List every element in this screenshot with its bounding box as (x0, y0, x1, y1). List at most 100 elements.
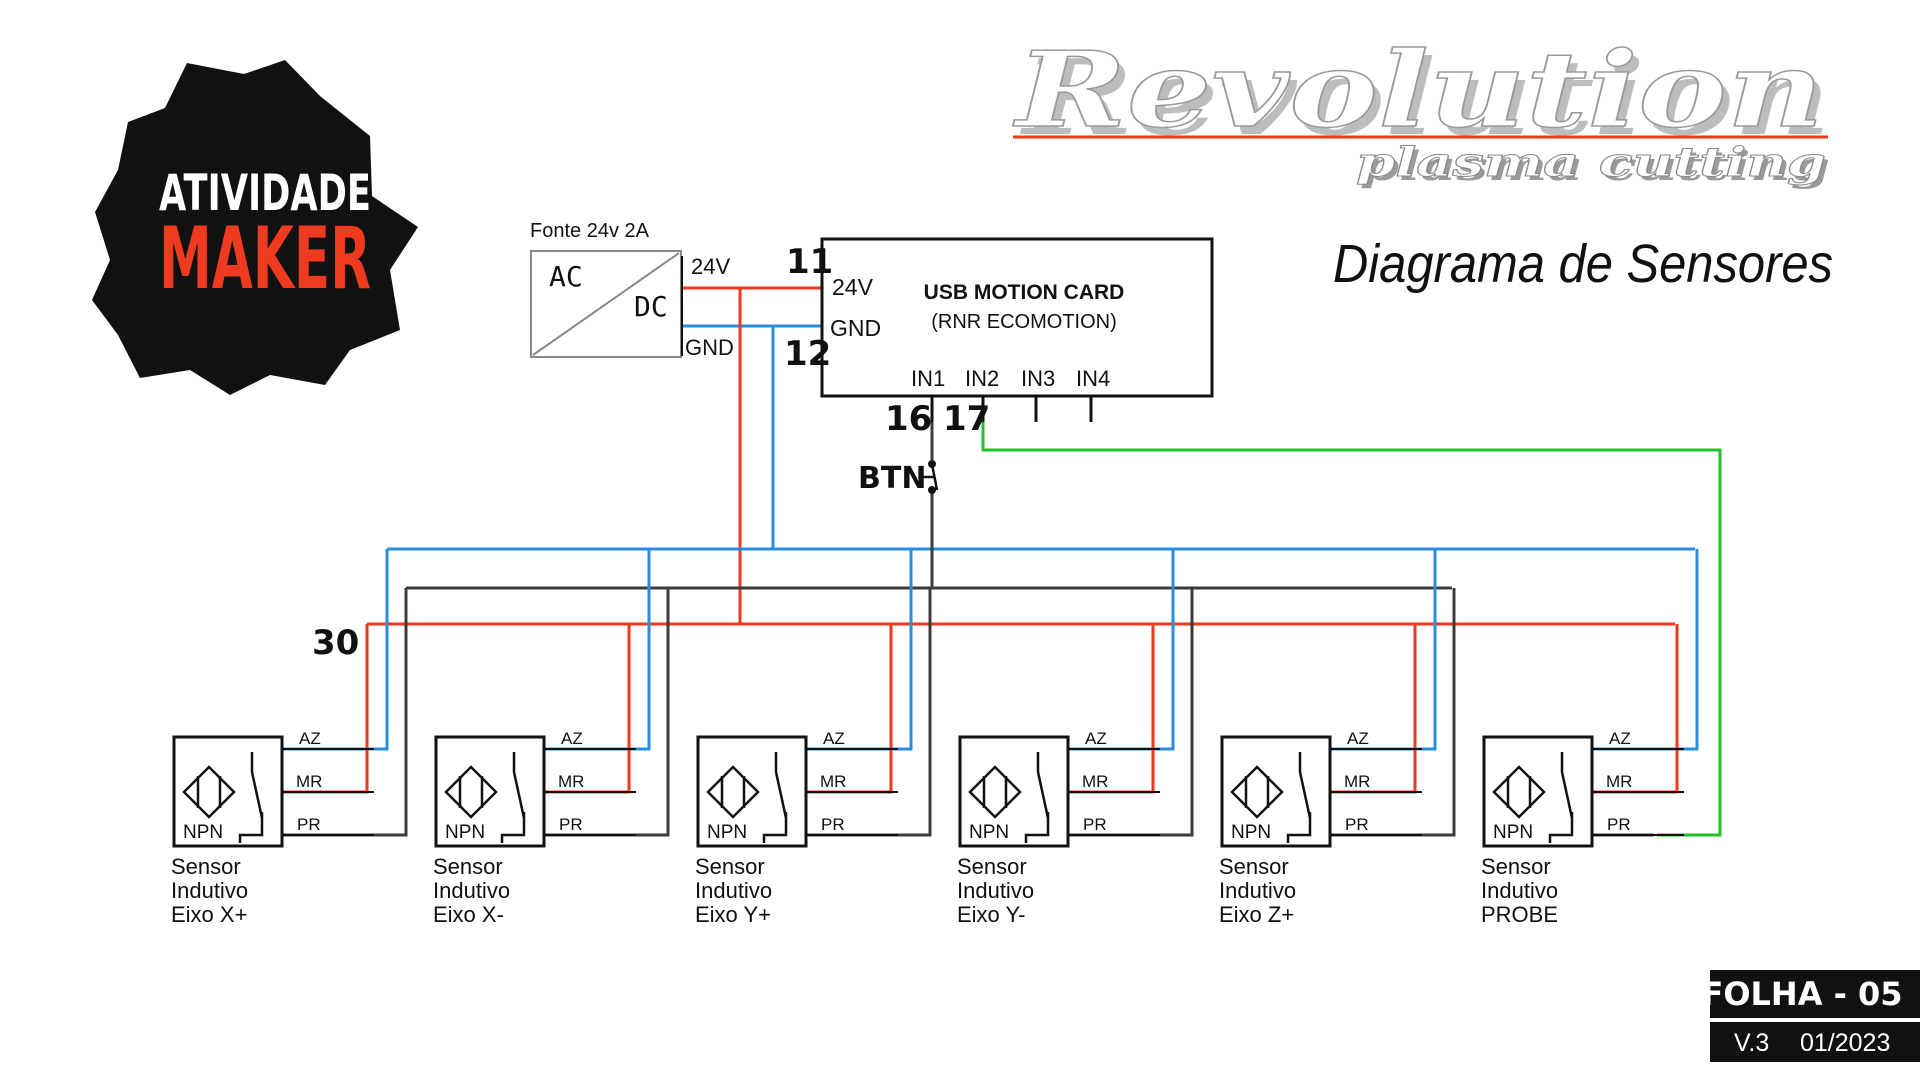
card-gnd: GND (830, 315, 881, 341)
card-name: USB MOTION CARD (924, 281, 1125, 304)
switch-icon-blade (250, 771, 264, 819)
diagram-title: Diagrama de Sensores (1333, 234, 1833, 294)
inductive-sensor-icon (968, 765, 1022, 819)
sensor-body (1482, 735, 1594, 848)
card-input-in1: IN1 (911, 366, 945, 391)
button-lever (930, 463, 939, 491)
terminal-11: 11 (786, 242, 833, 282)
button-label: BTN (858, 461, 926, 496)
sheet-info: FOLHA - 05 V.3 01/2023 (1701, 970, 1920, 1062)
sensor-caption-line3: Eixo Y- (957, 902, 1026, 927)
sensor-az-wire (1592, 549, 1699, 751)
sensor-mr-label: MR (820, 772, 846, 791)
power-supply: Fonte 24v 2A AC DC 24V GND (530, 220, 734, 360)
sensor-mr-wire (544, 624, 631, 794)
sensor-mr-wire (1330, 624, 1417, 794)
sheet-version: V.3 (1734, 1029, 1769, 1057)
sensor-pr-label: PR (821, 815, 845, 834)
inductive-sensor-icon (1492, 765, 1546, 819)
sensor-mr-wire (806, 624, 893, 794)
power-supply-dc: DC (634, 290, 668, 323)
sensor-body (958, 735, 1070, 848)
inductive-sensor-icon (706, 765, 760, 819)
power-supply-ac: AC (549, 260, 583, 293)
power-supply-gnd: GND (685, 335, 734, 360)
sensor-mr-label: MR (1606, 772, 1632, 791)
switch-icon-blade (774, 771, 788, 819)
sensor-az-label: AZ (561, 729, 583, 748)
sensor-az-wire (1330, 549, 1437, 751)
sensor-body (172, 735, 284, 848)
terminal-numbers: 11 12 16 17 30 (312, 242, 990, 663)
button-contact-bottom (928, 486, 936, 494)
sensor-pr-label: PR (1345, 815, 1369, 834)
revolution-brand-logo: Revolution Revolution plasma cutting pla… (1011, 27, 1831, 190)
sensor-body (1220, 735, 1332, 848)
sensor-az-wire (806, 549, 913, 751)
switch-icon-base (1286, 812, 1312, 843)
sensor-mr-wire (1592, 624, 1679, 794)
sensor-type: NPN (969, 822, 1009, 843)
sensor-mr-label: MR (558, 772, 584, 791)
sensor-type: NPN (1231, 822, 1271, 843)
sensor-caption-line3: Eixo X+ (171, 902, 247, 927)
inductive-sensor-icon (1230, 765, 1284, 819)
sensor-mr-label: MR (296, 772, 322, 791)
sheet-label: FOLHA - 05 (1701, 975, 1902, 1013)
power-supply-24v: 24V (691, 254, 730, 279)
logo-line1: ATIVIDADE (159, 164, 371, 222)
sensor-type: NPN (183, 822, 223, 843)
power-supply-diagonal (532, 252, 680, 356)
wire-green-probe (981, 400, 1722, 837)
usb-motion-card-box (820, 237, 1214, 398)
sheet-version-box (1710, 1022, 1920, 1062)
sensor-caption-line3: Eixo Y+ (695, 902, 771, 927)
switch-icon-base (762, 812, 788, 843)
sensor-caption-line1: Sensor (957, 854, 1027, 879)
sensor-caption-line2: Indutivo (957, 878, 1034, 903)
switch-icon-blade (1036, 771, 1050, 819)
sheet-label-box (1710, 970, 1920, 1018)
sensor-mr-wire (1068, 624, 1155, 794)
terminal-17: 17 (943, 399, 990, 439)
sensor-caption-line1: Sensor (695, 854, 765, 879)
sensor-caption-line2: Indutivo (433, 878, 510, 903)
sensor-caption-line1: Sensor (171, 854, 241, 879)
sensor-type: NPN (707, 822, 747, 843)
sensor-mr-label: MR (1344, 772, 1370, 791)
switch-icon-blade (1298, 771, 1312, 819)
sheet-date: 01/2023 (1800, 1029, 1890, 1057)
logo-line2: MAKER (159, 209, 371, 309)
switch-icon-base (500, 812, 526, 843)
usb-motion-card: USB MOTION CARD (RNR ECOMOTION) 24V GND … (820, 237, 1214, 422)
sensor-az-label: AZ (299, 729, 321, 748)
terminal-30: 30 (312, 623, 359, 663)
sensor-az-label: AZ (1609, 729, 1631, 748)
sensor-caption-line1: Sensor (1481, 854, 1551, 879)
brand-subtitle: plasma cutting (1356, 139, 1826, 186)
sensor-caption-line3: PROBE (1481, 902, 1558, 927)
switch-icon-base (1548, 812, 1574, 843)
sensor-type: NPN (445, 822, 485, 843)
card-input-stubs (930, 396, 1093, 422)
brand-subtitle-shadow: plasma cutting (1360, 143, 1830, 190)
sensor-pr-label: PR (1083, 815, 1107, 834)
sensor-caption-line3: Eixo X- (433, 902, 504, 927)
wiring (367, 286, 1722, 837)
sensor-caption-line3: Eixo Z+ (1219, 902, 1294, 927)
sensor-caption-line1: Sensor (433, 854, 503, 879)
switch-icon-base (1024, 812, 1050, 843)
sensor-caption-line1: Sensor (1219, 854, 1289, 879)
switch-icon-blade (512, 771, 526, 819)
card-24v: 24V (832, 274, 874, 300)
sensor-caption-line2: Indutivo (1481, 878, 1558, 903)
sensor-caption-line2: Indutivo (695, 878, 772, 903)
terminal-12: 12 (784, 334, 831, 374)
brand-title: Revolution (1012, 28, 1824, 151)
